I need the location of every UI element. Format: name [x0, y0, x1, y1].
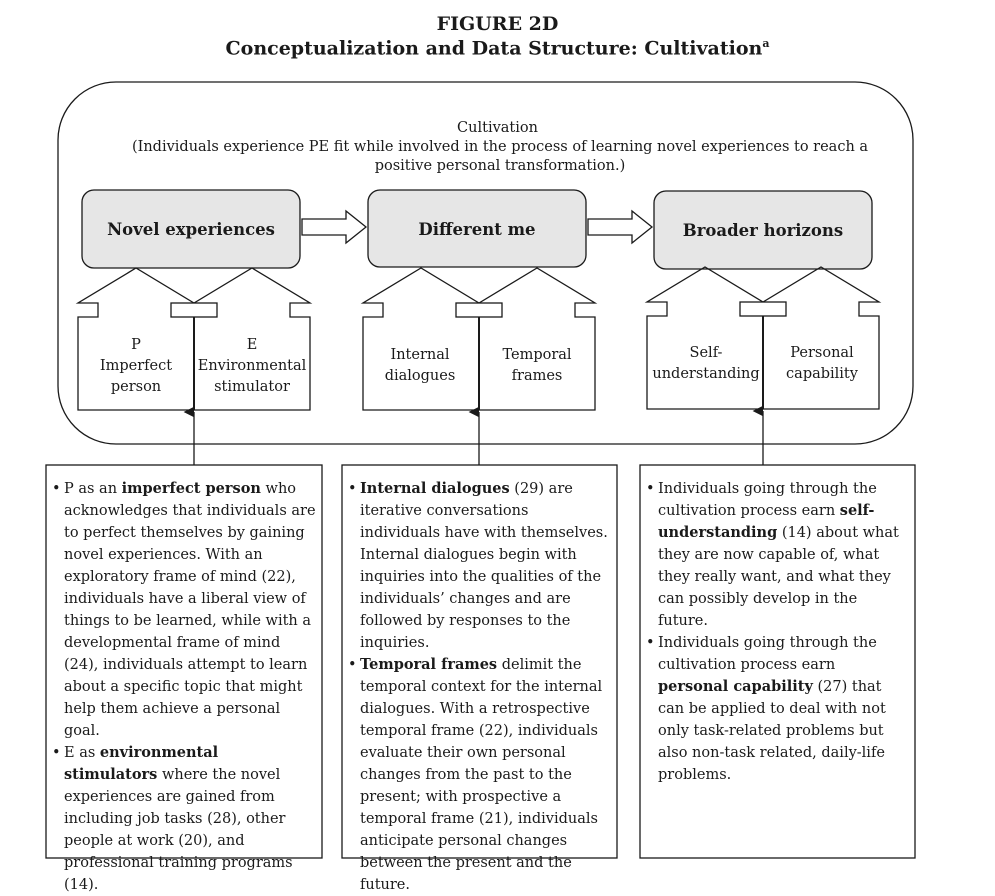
panel-box-3	[639, 464, 916, 859]
stage-broader-horizons: Broader horizons	[682, 220, 844, 240]
bullet-text: (14) about what they are now capable of,…	[658, 525, 899, 629]
dimension-house-different-me	[360, 267, 598, 465]
block-arrow-2	[587, 209, 654, 245]
dimension-house-novel-experiences	[75, 267, 313, 465]
dimension-line: person	[110, 378, 162, 395]
panel-bullet: Individuals going through the cultivatio…	[646, 632, 909, 786]
dimension-line: Temporal	[502, 347, 572, 363]
figure-title: Conceptualization and Data Structure: Cu…	[0, 37, 995, 59]
bold-term: Temporal frames	[360, 656, 498, 673]
dimension-temporal-frames: Temporal frames	[480, 333, 594, 399]
dimension-line: frames	[511, 368, 563, 384]
bullet-text: (29) are iterative conversations individ…	[360, 481, 608, 651]
dimension-line: Environmental	[197, 357, 307, 374]
dimension-line: P	[131, 336, 141, 353]
stage-different-me: Different me	[418, 219, 536, 239]
figure-footnote-marker: a	[762, 37, 770, 50]
bold-term: personal capability	[658, 678, 813, 695]
bullet-text: Individuals going through the cultivatio…	[658, 635, 877, 673]
bullet-text: P as an	[64, 481, 122, 497]
bold-term: Internal dialogues	[360, 480, 510, 497]
dimension-line: Self-	[689, 345, 723, 361]
figure-number: FIGURE 2D	[436, 13, 559, 35]
bold-term: self-understanding	[658, 502, 875, 541]
dimension-line: stimulator	[214, 378, 290, 395]
panel-novel-experiences: P as an imperfect person who acknowledge…	[46, 465, 322, 893]
dimension-line: Personal	[790, 345, 854, 361]
panel-different-me: Internal dialogues (29) are iterative co…	[342, 465, 617, 893]
dimension-personal-capability: Personal capability	[765, 331, 879, 397]
dimension-line: understanding	[652, 366, 760, 382]
dimension-house-broader-horizons	[644, 266, 882, 465]
dimension-self-understanding: Self- understanding	[649, 331, 763, 397]
dimension-line: Internal	[390, 347, 450, 363]
bullet-text: delimit the temporal context for the int…	[360, 657, 603, 893]
block-arrow-1	[301, 209, 368, 245]
bullet-text: Individuals going through the cultivatio…	[658, 481, 877, 519]
panel-bullet: Individuals going through the cultivatio…	[646, 478, 909, 632]
stage-box-different-me	[367, 189, 587, 268]
stage-box-broader-horizons	[653, 190, 873, 270]
figure-subtitle: Conceptualization and Data Structure: Cu…	[225, 37, 763, 60]
dimension-imperfect-person: P Imperfect person	[80, 333, 192, 399]
cultivation-container	[57, 81, 914, 445]
panel-bullet: P as an imperfect person who acknowledge…	[52, 478, 316, 742]
dimension-line: dialogues	[384, 368, 456, 384]
bold-term: environmental stimulators	[64, 744, 219, 783]
bullet-text: E as	[64, 745, 100, 761]
panel-bullet: Temporal frames delimit the temporal con…	[348, 654, 611, 896]
dimension-line: capability	[786, 366, 858, 382]
dimension-line: E	[246, 336, 258, 353]
bullet-text: where the novel experiences are gained f…	[64, 767, 293, 893]
stage-box-novel-experiences	[81, 189, 301, 269]
cultivation-description: (Individuals experience PE fit while inv…	[131, 139, 869, 174]
bullet-text: who acknowledges that individuals are to…	[64, 481, 316, 739]
cultivation-title: Cultivation	[457, 120, 538, 136]
panel-bullet: Internal dialogues (29) are iterative co…	[348, 478, 611, 654]
dimension-internal-dialogues: Internal dialogues	[363, 333, 477, 399]
diagram-shapes	[45, 81, 916, 859]
panel-broader-horizons: Individuals going through the cultivatio…	[640, 465, 915, 858]
bullet-text: (27) that can be applied to deal with no…	[658, 679, 886, 783]
panel-bullet: E as environmental stimulators where the…	[52, 742, 316, 896]
dimension-line: Imperfect	[99, 357, 173, 374]
dimension-environmental-stimulator: E Environmental stimulator	[194, 333, 310, 399]
stage-novel-experiences: Novel experiences	[107, 219, 275, 239]
bold-term: imperfect person	[121, 480, 261, 497]
